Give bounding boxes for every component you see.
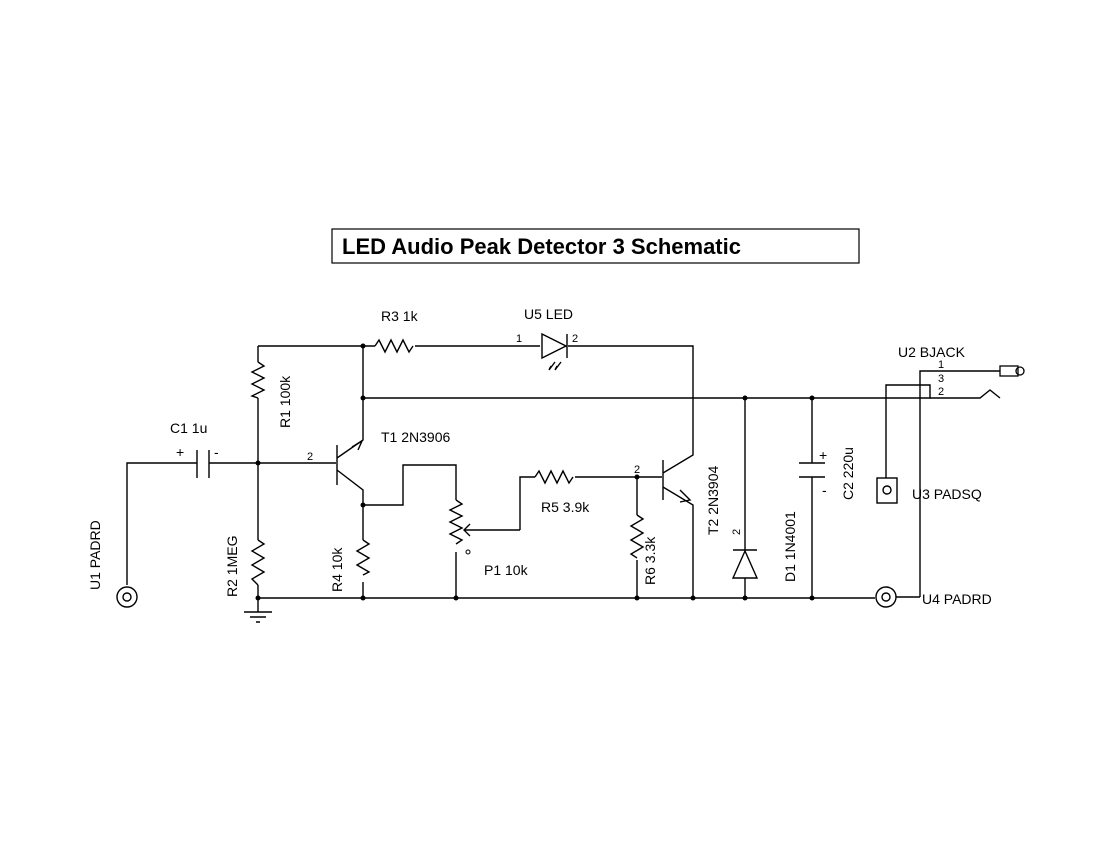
label-r1: R1 100k: [277, 375, 293, 428]
u3-pad: [876, 477, 898, 504]
label-r3: R3 1k: [381, 308, 419, 324]
pin-label: 2: [731, 529, 743, 535]
pin-label: 1: [516, 333, 522, 345]
polarity-label: +: [819, 447, 827, 463]
label-r4: R4 10k: [329, 547, 345, 592]
label-c1: C1 1u: [170, 420, 207, 436]
ground-symbol: [244, 611, 272, 623]
label-c2: C2 220u: [840, 447, 856, 500]
c2-capacitor: [799, 462, 825, 478]
t2-transistor: [662, 430, 694, 598]
wires: [116, 332, 1025, 623]
pin-label: 2: [307, 451, 313, 463]
title: LED Audio Peak Detector 3 Schematic: [342, 234, 741, 259]
pin-label: 3: [938, 373, 944, 385]
r2-resistor: [250, 539, 266, 586]
polarity-label: -: [214, 444, 219, 460]
label-t2: T2 2N3904: [705, 466, 721, 535]
u5-led: [541, 332, 568, 371]
label-p1: P1 10k: [484, 562, 529, 578]
label-r5: R5 3.9k: [541, 499, 590, 515]
label-d1: D1 1N4001: [782, 511, 798, 582]
polarity-label: -: [822, 482, 827, 498]
label-u2: U2 BJACK: [898, 344, 966, 360]
label-t1: T1 2N3906: [381, 429, 450, 445]
pin-label: 2: [572, 333, 578, 345]
t1-transistor: [336, 420, 364, 505]
label-u5: U5 LED: [524, 306, 573, 322]
label-u3: U3 PADSQ: [912, 486, 982, 502]
r1-resistor: [250, 361, 266, 399]
r5-resistor: [534, 469, 574, 485]
pin-label: 1: [938, 359, 944, 371]
pin-label: 2: [634, 464, 640, 476]
p1-potentiometer: [448, 499, 464, 545]
label-u1: U1 PADRD: [87, 520, 103, 590]
u1-pad: [116, 586, 138, 608]
c1-capacitor: [196, 450, 210, 478]
r6-resistor: [629, 514, 645, 559]
label-u4: U4 PADRD: [922, 591, 992, 607]
pin-label: 2: [938, 386, 944, 398]
polarity-label: +: [176, 444, 184, 460]
r3-resistor: [374, 338, 414, 354]
u4-pad: [875, 586, 897, 608]
labels: R3 1k U5 LED C1 1u T1 2N3906 U2 BJACK R5…: [87, 306, 992, 607]
d1-diode: [731, 549, 759, 579]
title-box: LED Audio Peak Detector 3 Schematic: [331, 228, 860, 264]
r4-resistor: [355, 539, 371, 576]
label-r6: R6 3.3k: [642, 536, 658, 585]
label-r2: R2 1MEG: [224, 536, 240, 597]
